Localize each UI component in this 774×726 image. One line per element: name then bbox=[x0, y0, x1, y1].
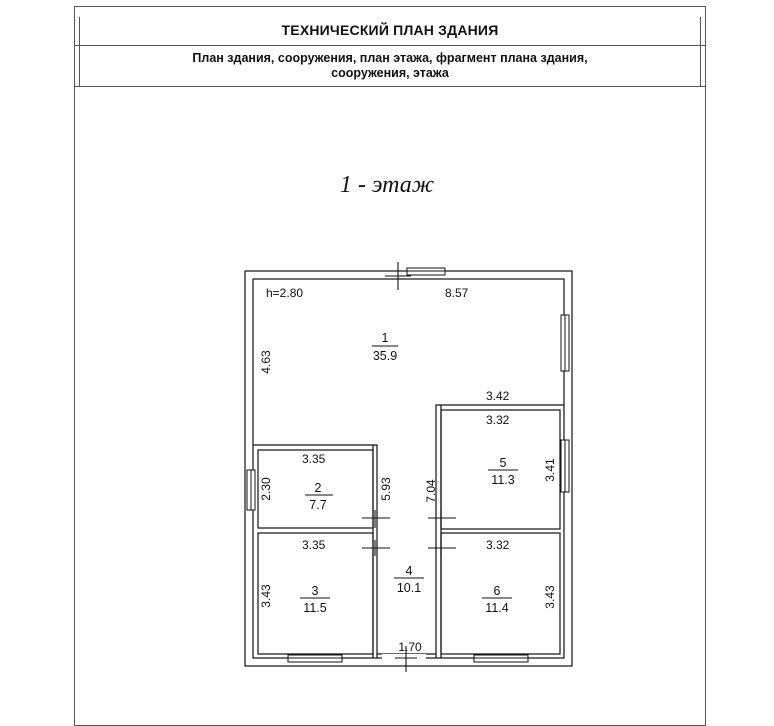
dim-room2-left: 2.30 bbox=[259, 477, 273, 501]
subtitle-row: План здания, сооружения, план этажа, фра… bbox=[75, 46, 705, 87]
room-6-number: 6 bbox=[494, 584, 501, 598]
room-2-number: 2 bbox=[315, 481, 322, 495]
dim-corridor-bottom: 1.70 bbox=[398, 640, 422, 654]
header-frame-lines bbox=[79, 17, 701, 87]
wall-room1-room2-corridor bbox=[253, 444, 378, 658]
dim-room5-right: 3.41 bbox=[543, 458, 557, 482]
subtitle-line-1: План здания, сооружения, план этажа, фра… bbox=[192, 51, 588, 65]
room-3-number: 3 bbox=[312, 584, 319, 598]
room-5-area: 11.3 bbox=[491, 473, 514, 487]
room-4-number: 4 bbox=[406, 564, 413, 578]
dim-room6-top: 3.32 bbox=[486, 538, 510, 552]
page-title: ТЕХНИЧЕСКИЙ ПЛАН ЗДАНИЯ bbox=[281, 22, 499, 38]
room-1-area: 35.9 bbox=[373, 349, 397, 363]
dim-room5-top: 3.32 bbox=[486, 413, 510, 427]
room-2-area: 7.7 bbox=[309, 498, 326, 512]
plan-sheet: ТЕХНИЧЕСКИЙ ПЛАН ЗДАНИЯ План здания, соо… bbox=[74, 6, 706, 726]
title-row: ТЕХНИЧЕСКИЙ ПЛАН ЗДАНИЯ bbox=[75, 7, 705, 46]
room-4-area: 10.1 bbox=[397, 581, 421, 595]
header: ТЕХНИЧЕСКИЙ ПЛАН ЗДАНИЯ План здания, соо… bbox=[75, 7, 705, 87]
dim-room1-left: 4.63 bbox=[259, 350, 273, 374]
room-5-number: 5 bbox=[500, 456, 507, 470]
dim-room1-step: 3.42 bbox=[486, 389, 510, 403]
room-1-number: 1 bbox=[382, 331, 389, 345]
dim-corridor-right: 7.04 bbox=[424, 479, 438, 503]
dim-top-width: 8.57 bbox=[445, 286, 469, 300]
floor-plan: 1 35.9 2 7.7 3 11.5 4 10.1 5 11.3 6 11.4… bbox=[244, 262, 573, 672]
room-3-area: 11.5 bbox=[303, 601, 326, 615]
outer-wall-outer bbox=[244, 270, 573, 667]
dim-room3-top: 3.35 bbox=[302, 538, 326, 552]
wall-corridor-room5 bbox=[435, 404, 564, 658]
dim-corridor-left: 5.93 bbox=[379, 477, 393, 501]
outer-wall-inner bbox=[252, 278, 565, 659]
dim-room2-top: 3.35 bbox=[302, 452, 326, 466]
floor-label: 1 - этаж bbox=[339, 172, 435, 198]
dim-room6-right: 3.43 bbox=[543, 585, 557, 609]
subtitle-line-2: сооружения, этажа bbox=[331, 66, 449, 80]
ceiling-height-note: h=2.80 bbox=[266, 286, 303, 300]
room-6-area: 11.4 bbox=[485, 601, 508, 615]
dim-room3-left: 3.43 bbox=[259, 584, 273, 608]
